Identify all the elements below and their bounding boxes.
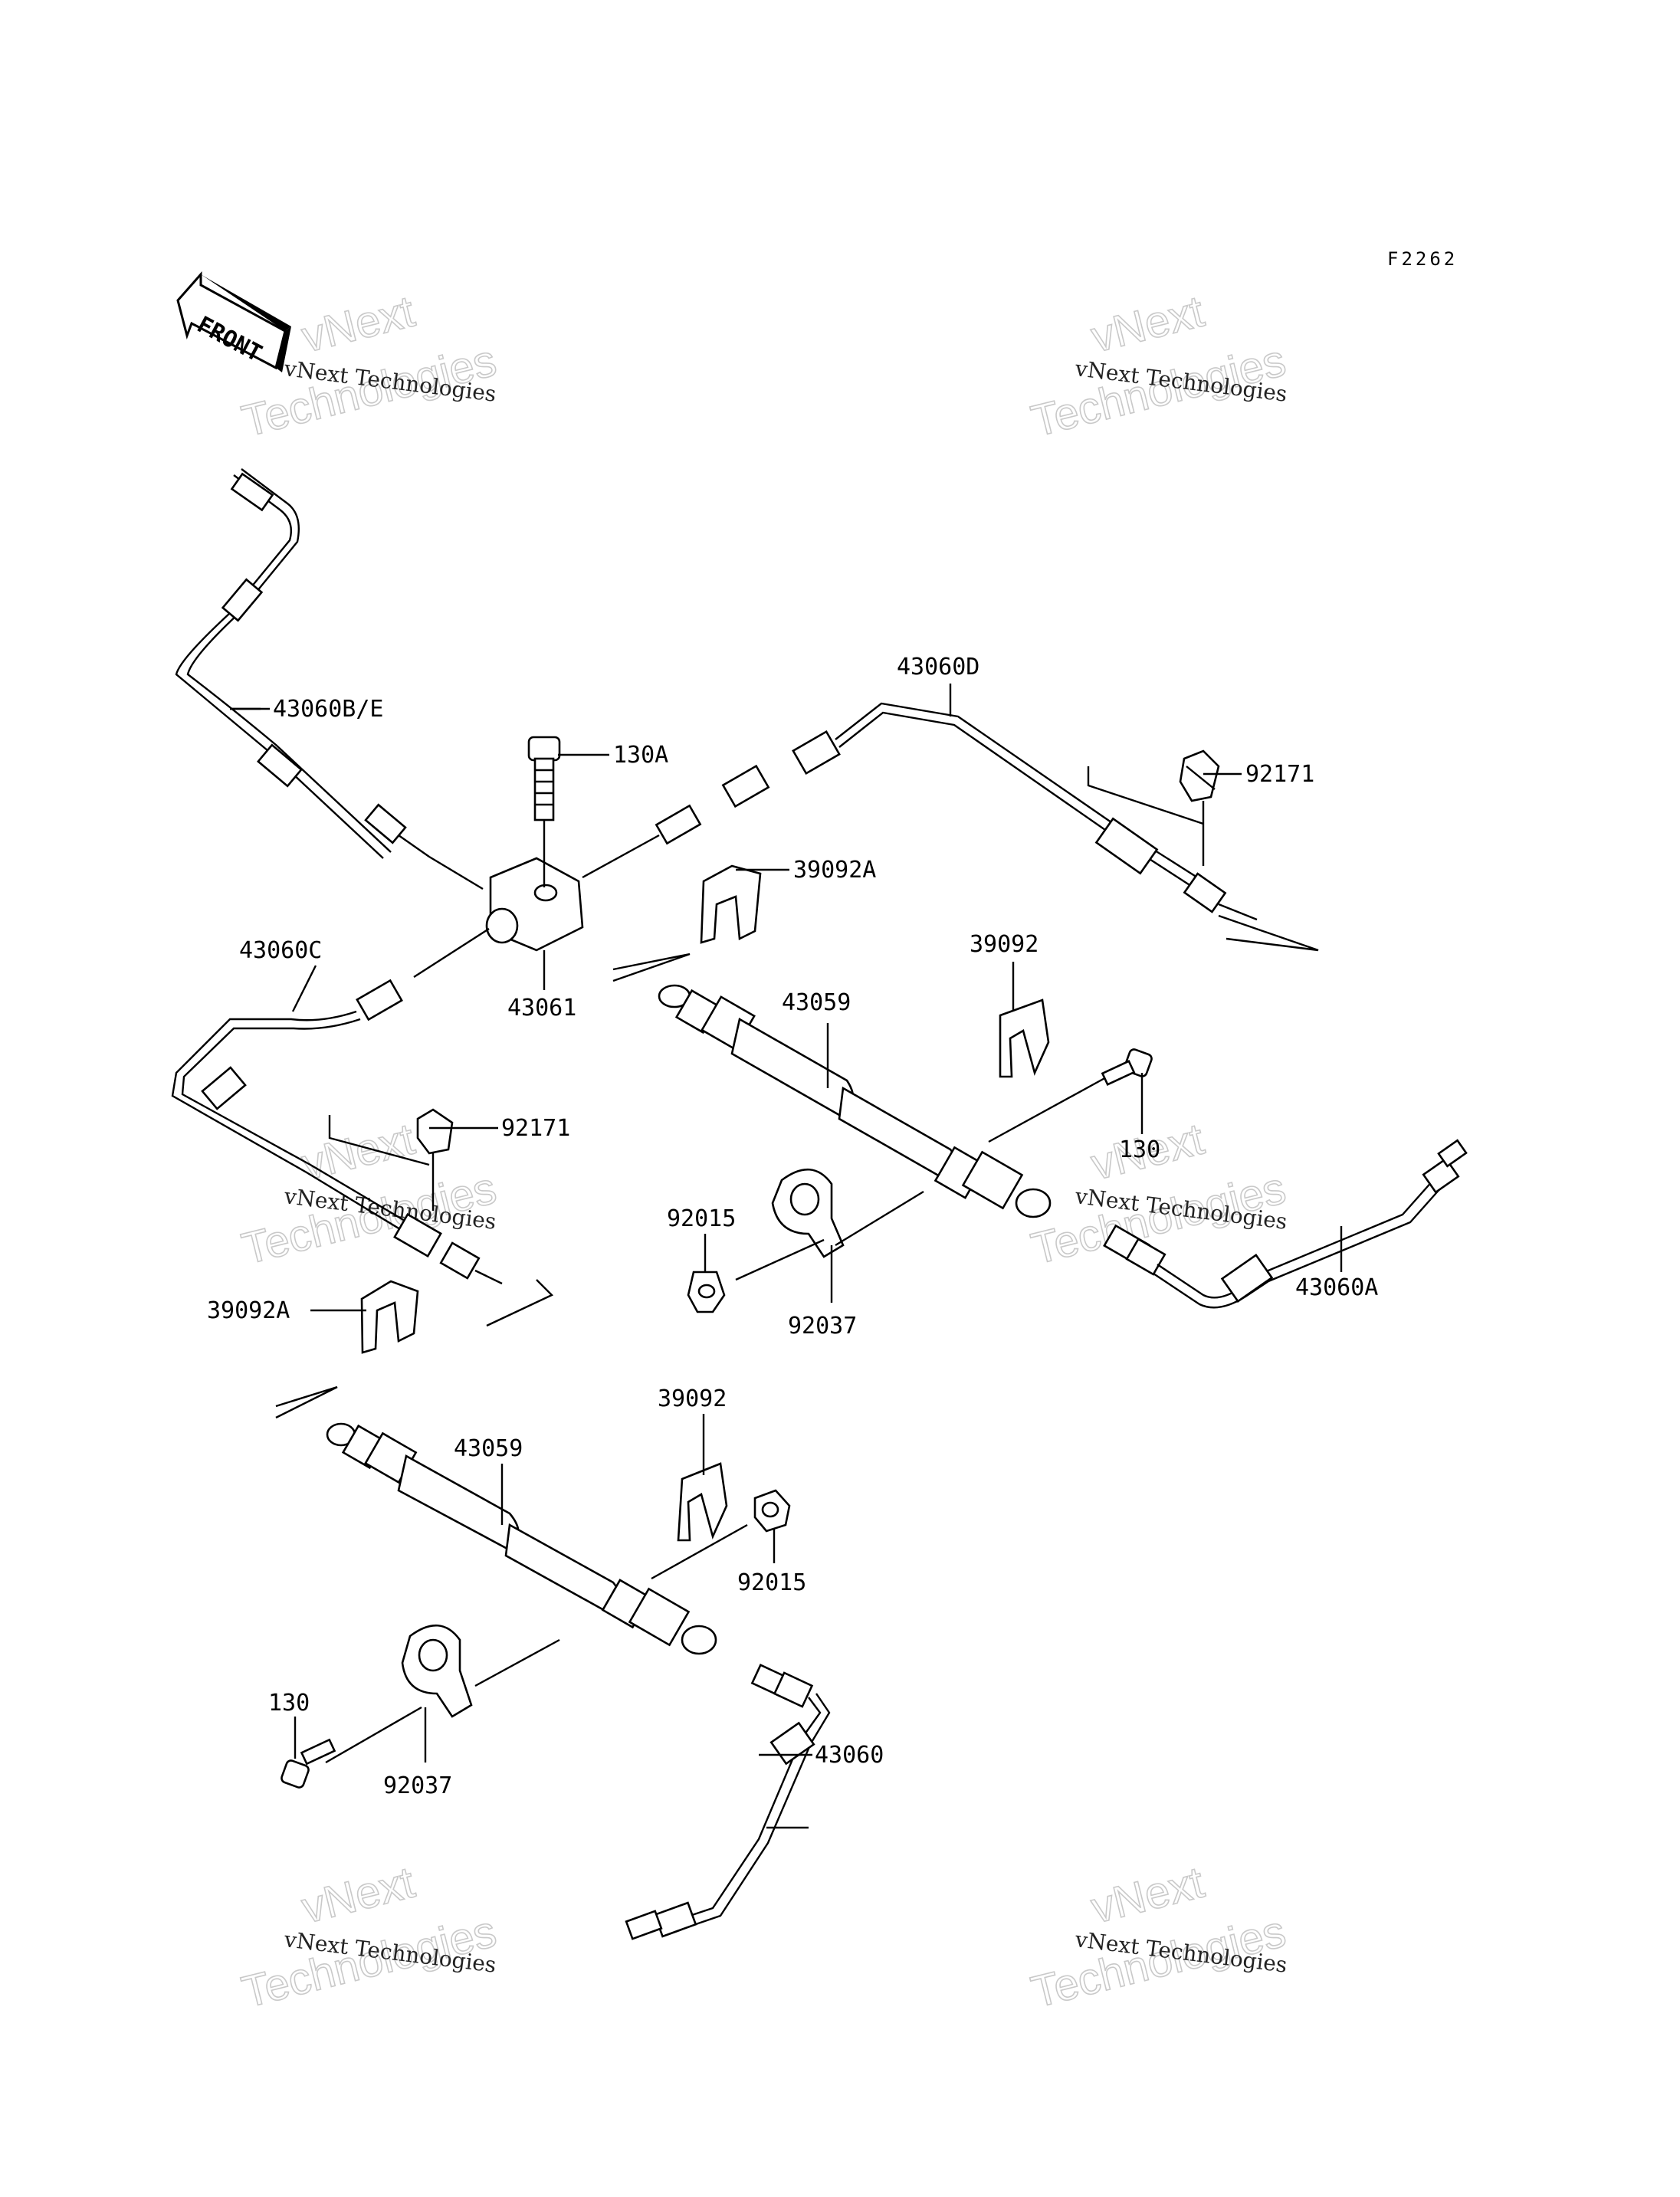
- svg-text:vNext: vNext: [297, 287, 419, 362]
- callout-43060a: 43060A: [1295, 1274, 1378, 1301]
- callout-43059-top: 43059: [782, 989, 851, 1016]
- callout-43060be: 43060B/E: [273, 696, 384, 723]
- callout-43060c: 43060C: [239, 937, 322, 964]
- clip-92171-mid: [328, 1108, 454, 1211]
- callout-92015-mid: 92015: [667, 1205, 736, 1232]
- watermark-bottom-left: vNext Technologies vNext Technologies: [237, 1857, 502, 2018]
- clip-39092-top: [999, 998, 1050, 1078]
- callout-92171-mid: 92171: [501, 1115, 570, 1142]
- bolt-130-right: [1101, 1048, 1153, 1134]
- clip-92171-top: [1087, 749, 1220, 866]
- brake-pipe-43060: [625, 1664, 831, 1940]
- callout-130-right: 130: [1119, 1136, 1160, 1163]
- brake-hose-43059-top: [612, 953, 1108, 1218]
- callout-92015-bottom: 92015: [737, 1569, 806, 1596]
- callout-130a: 130A: [613, 742, 668, 769]
- svg-text:vNext: vNext: [1086, 287, 1209, 362]
- clamp-92037-bottom: [325, 1624, 473, 1764]
- callout-43060d: 43060D: [897, 654, 979, 680]
- callout-43061: 43061: [507, 995, 576, 1021]
- callout-39092-top: 39092: [970, 931, 1039, 958]
- callout-43059-bottom: 43059: [454, 1435, 523, 1462]
- brake-joint-43061: [485, 857, 584, 952]
- watermark-bottom-right: vNext Technologies vNext Technologies: [1026, 1857, 1291, 2018]
- callout-39092a-left: 39092A: [207, 1297, 290, 1324]
- brake-pipe-43060d: [582, 702, 1319, 952]
- callout-92037-bottom: 92037: [383, 1772, 452, 1799]
- svg-text:vNext: vNext: [297, 1858, 419, 1933]
- watermark-top-right: vNext Technologies vNext Technologies: [1026, 286, 1291, 448]
- brake-hose-43059-bottom: [275, 1385, 748, 1687]
- svg-text:vNext: vNext: [1086, 1858, 1209, 1933]
- clamp-92037-mid: [735, 1168, 924, 1303]
- brake-pipe-43060c: [171, 927, 554, 1327]
- clip-39092-bottom: [677, 1462, 728, 1542]
- callout-130-left: 130: [268, 1690, 310, 1717]
- nut-92015-bottom: [753, 1489, 791, 1563]
- brake-pipe-43060be: [175, 468, 484, 890]
- clip-39092a-top: [700, 864, 762, 944]
- front-arrow-icon: FRONT: [176, 271, 291, 372]
- callout-92037-mid: 92037: [788, 1313, 857, 1340]
- callout-43060: 43060: [815, 1742, 884, 1769]
- callout-39092a-top: 39092A: [793, 857, 876, 884]
- clip-39092a-left: [360, 1280, 419, 1354]
- brake-pipe-43060a: [1103, 1139, 1468, 1309]
- callout-92171-top: 92171: [1245, 761, 1314, 788]
- nut-92015-mid: [687, 1234, 726, 1313]
- diagram-code: F2262: [1387, 248, 1458, 270]
- bolt-130a: [527, 736, 561, 887]
- bolt-130-left: [281, 1717, 336, 1789]
- leader-lines: [230, 684, 1242, 1756]
- callout-39092-bottom: 39092: [658, 1385, 727, 1412]
